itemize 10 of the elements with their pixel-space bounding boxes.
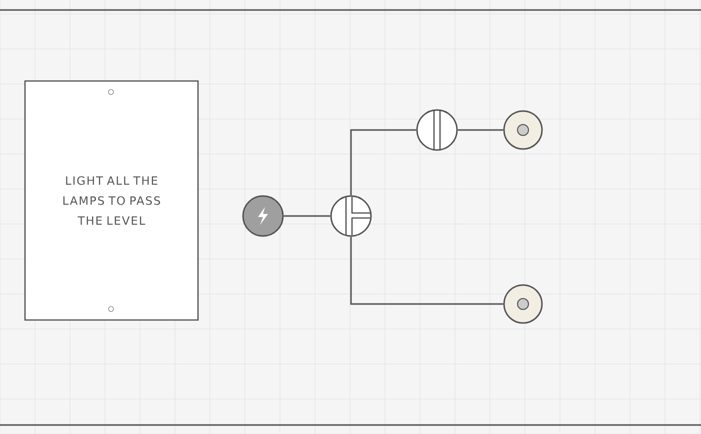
switch (416, 109, 458, 151)
lamp (503, 284, 543, 324)
power-source (242, 195, 284, 237)
wire (350, 129, 416, 196)
wire (350, 236, 504, 305)
lamp (503, 110, 543, 150)
junction-switch (330, 195, 372, 237)
wire (458, 129, 504, 131)
wire (284, 215, 330, 217)
instruction-card: LIGHT ALL THE LAMPS TO PASS THE LEVEL (24, 80, 199, 321)
